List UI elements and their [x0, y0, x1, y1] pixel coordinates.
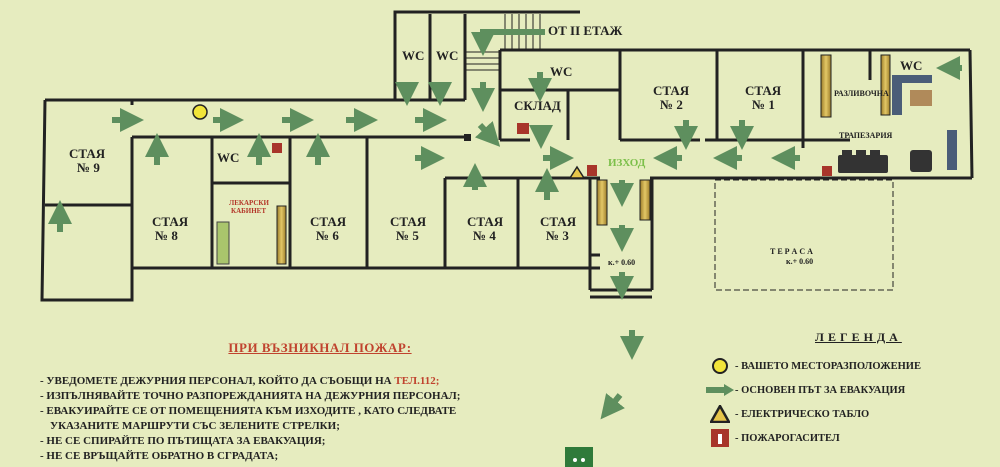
room-9-label: СТАЯ — [69, 146, 106, 161]
wc-label-2: WC — [436, 48, 458, 63]
room-1-label: СТАЯ — [745, 83, 782, 98]
room-9-number: № 9 — [77, 160, 100, 175]
medical-label-2: КАБИНЕТ — [231, 207, 266, 215]
legend-item-electrical: - ЕЛЕКТРИЧЕСКО ТАБЛО — [705, 402, 985, 426]
terrace-label: Т Е Р А С А — [770, 247, 813, 256]
fire-extinguisher-icon — [711, 429, 729, 447]
wc-label-3: WC — [550, 64, 572, 79]
room-2-number: № 2 — [660, 97, 683, 112]
columns — [216, 54, 891, 265]
stairs — [465, 14, 541, 71]
room-6-label: СТАЯ — [310, 214, 347, 229]
marker-square — [464, 134, 471, 141]
instruction-line: УКАЗАНИТЕ МАРШРУТИ СЪС ЗЕЛЕНИТЕ СТРЕЛКИ; — [50, 420, 340, 432]
electrical-panel-icon — [568, 165, 586, 179]
wc-label-1: WC — [402, 48, 424, 63]
location-marker-icon — [192, 104, 208, 120]
fire-instructions: ПРИ ВЪЗНИКНАЛ ПОЖАР: - УВЕДОМЕТЕ ДЕЖУРНИ… — [40, 340, 560, 464]
walls — [40, 10, 974, 302]
terrace-outline — [714, 179, 894, 291]
instructions-title: ПРИ ВЪЗНИКНАЛ ПОЖАР: — [228, 340, 412, 355]
upstairs-arrow — [471, 29, 545, 56]
dining-label: ТРАПЕЗАРИЯ — [839, 131, 893, 140]
room-4-number: № 4 — [473, 228, 496, 243]
room-3-number: № 3 — [546, 228, 569, 243]
electrical-panel-icon — [710, 405, 730, 423]
legend-item-arrow: - ОСНОВЕН ПЪТ ЗА ЕВАКУАЦИЯ — [705, 378, 985, 402]
wc-label-4: WC — [217, 150, 239, 165]
terrace-level: к.+ 0.60 — [786, 257, 813, 266]
room-4-label: СТАЯ — [467, 214, 504, 229]
room-6-number: № 6 — [316, 228, 339, 243]
instruction-line: - НЕ СЕ СПИРАЙТЕ ПО ПЪТИЩАТА ЗА ЕВАКУАЦИ… — [40, 435, 326, 447]
legend-item-extinguisher: - ПОЖАРОГАСИТЕЛ — [705, 426, 985, 450]
room-5-number: № 5 — [396, 228, 419, 243]
storage-label: СКЛАД — [514, 98, 561, 113]
bar-label: РАЗЛИВОЧНА — [834, 89, 889, 98]
fire-extinguisher-icons — [272, 123, 832, 176]
legend-title: ЛЕГЕНДА — [815, 330, 902, 344]
instruction-line: - УВЕДОМЕТЕ ДЕЖУРНИЯ ПЕРСОНАЛ, КОЙТО ДА … — [40, 375, 440, 387]
room-8-number: № 8 — [155, 228, 178, 243]
evacuation-arrows — [48, 56, 962, 420]
instruction-line: - НЕ СЕ ВРЪЩАЙТЕ ОБРАТНО В СГРАДАТА; — [40, 450, 279, 462]
legend-item-location: - ВАШЕТО МЕСТОРАЗПОЛОЖЕНИЕ — [705, 354, 985, 378]
exit-label: ИЗХОД — [608, 157, 646, 169]
room-3-label: СТАЯ — [540, 214, 577, 229]
dining-furniture — [838, 75, 957, 173]
instruction-line: - ЕВАКУИРАЙТЕ СЕ ОТ ПОМЕЩЕНИЯТА КЪМ ИЗХО… — [40, 405, 457, 417]
assembly-point-icon — [565, 447, 593, 467]
location-marker-icon — [712, 358, 728, 374]
medical-label-1: ЛЕКАРСКИ — [229, 199, 270, 207]
room-1-number: № 1 — [752, 97, 775, 112]
room-5-label: СТАЯ — [390, 214, 427, 229]
instruction-line: - ИЗПЪЛНЯВАЙТЕ ТОЧНО РАЗПОРЕЖДАНИЯТА НА … — [40, 390, 461, 402]
wc-label-5: WC — [900, 58, 922, 73]
room-2-label: СТАЯ — [653, 83, 690, 98]
exit-level: к.+ 0.60 — [608, 258, 635, 267]
evacuation-arrow-icon — [706, 384, 734, 396]
legend: ЛЕГЕНДА - ВАШЕТО МЕСТОРАЗПОЛОЖЕНИЕ - ОСН… — [705, 330, 985, 450]
room-8-label: СТАЯ — [152, 214, 189, 229]
stair-label: ОТ II ЕТАЖ — [548, 23, 622, 38]
